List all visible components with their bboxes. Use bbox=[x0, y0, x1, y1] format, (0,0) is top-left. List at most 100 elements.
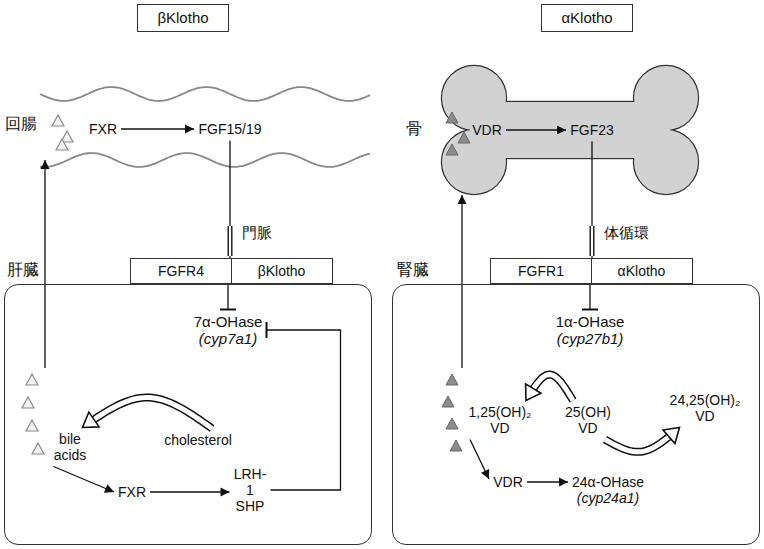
connector-group bbox=[41, 160, 50, 284]
text-label: bile acids bbox=[54, 431, 87, 463]
receptor-cell: FGFR1 bbox=[491, 259, 591, 283]
hormone-node: FGF15/19 bbox=[194, 118, 266, 141]
connector bbox=[229, 141, 230, 259]
metabolite-node: 24,25(OH)₂ VD bbox=[666, 389, 745, 428]
bone-shaft bbox=[470, 102, 670, 158]
connector bbox=[589, 284, 590, 310]
arrowhead bbox=[559, 478, 568, 487]
bone-part bbox=[442, 66, 698, 194]
inhibition-bar bbox=[266, 322, 268, 338]
text-label: 1,25(OH)₂ VD bbox=[468, 404, 531, 436]
organ-label: 骨 bbox=[406, 120, 422, 138]
connector bbox=[44, 160, 45, 284]
receptor-cell: αKlotho bbox=[591, 259, 691, 283]
text-label: 7α-OHase bbox=[194, 313, 263, 330]
receptor-cell: βKlotho bbox=[231, 259, 331, 283]
connector bbox=[267, 330, 341, 490]
text-label: 1α-OHase bbox=[556, 313, 625, 330]
receptor-node: VDR bbox=[489, 471, 527, 494]
receptor-node: VDR bbox=[468, 119, 506, 142]
text-label: FGF23 bbox=[570, 122, 614, 138]
connector-group bbox=[150, 488, 230, 497]
text-label: FXR bbox=[118, 484, 146, 500]
bone-part bbox=[442, 66, 698, 194]
bile-acid-symbol bbox=[52, 115, 64, 126]
bile-acid-symbol bbox=[26, 374, 38, 385]
open-arrowhead bbox=[526, 384, 541, 401]
connector-group bbox=[230, 141, 231, 259]
enzyme-node: 7α-OHase(cyp7a1) bbox=[190, 310, 267, 351]
connector bbox=[121, 128, 194, 129]
bone-shaft bbox=[470, 102, 670, 158]
connector bbox=[470, 440, 489, 480]
bile-acid-symbol bbox=[22, 397, 34, 408]
intestine-wall bbox=[40, 87, 370, 101]
bile-acid-symbol bbox=[56, 139, 68, 150]
connector bbox=[54, 467, 115, 493]
receptor-node: FXR bbox=[85, 118, 121, 141]
connector bbox=[605, 435, 670, 451]
secretion-line bbox=[44, 284, 45, 368]
connector bbox=[150, 491, 230, 492]
organ-label: 腎臓 bbox=[397, 261, 429, 279]
text-label: cholesterol bbox=[164, 432, 232, 448]
connector-group bbox=[458, 195, 467, 284]
connector-group bbox=[605, 428, 680, 452]
kidney-cell: 腎臓1α-OHase(cyp27b1)1,25(OH)₂ VD25(OH) VD… bbox=[392, 284, 760, 545]
connector-inner bbox=[532, 375, 573, 401]
text-label: 24,25(OH)₂ VD bbox=[670, 392, 741, 424]
arrowhead bbox=[185, 125, 194, 134]
receptor-box: FGFR4 βKlotho bbox=[130, 258, 333, 284]
arrowhead bbox=[104, 484, 114, 492]
metabolite-node: cholesterol bbox=[160, 429, 236, 452]
vessel-label: 門脈 bbox=[242, 224, 272, 241]
text-label: (cyp27b1) bbox=[557, 330, 624, 347]
metabolite-node: 1,25(OH)₂ VD bbox=[464, 401, 536, 440]
connector-group bbox=[470, 440, 489, 480]
organ-label: 回腸 bbox=[5, 115, 37, 133]
connector-group bbox=[121, 125, 194, 134]
text-label: FGF15/19 bbox=[198, 121, 261, 137]
connector-inner bbox=[92, 397, 212, 428]
receptor-node: LRH-1 SHP bbox=[230, 463, 271, 518]
edge-label-box: 門脈 bbox=[240, 224, 274, 241]
receptor-cell: FGFR4 bbox=[131, 259, 231, 283]
metabolite-node: bile acids bbox=[50, 428, 91, 467]
connector bbox=[532, 375, 573, 401]
vessel-gap bbox=[229, 226, 231, 256]
connector bbox=[227, 284, 228, 310]
arrowhead bbox=[481, 469, 489, 479]
text-label: 25(OH) VD bbox=[565, 404, 611, 436]
secretion-line bbox=[461, 284, 462, 368]
text-label: FXR bbox=[89, 121, 117, 137]
connector-group bbox=[527, 478, 568, 487]
text-label: (cyp24a1) bbox=[577, 490, 639, 506]
text-label: 24α-OHase bbox=[572, 474, 644, 490]
open-arrowhead bbox=[83, 412, 100, 427]
organ-label: 肝臓 bbox=[7, 261, 39, 279]
bone-shape: 骨VDRFGF23 bbox=[440, 58, 700, 195]
text-label: VDR bbox=[493, 474, 523, 490]
receptor-box: FGFR1αKlotho bbox=[490, 258, 693, 284]
inhibition-bar bbox=[220, 309, 236, 311]
vessel-label: 体循環 bbox=[604, 224, 649, 241]
connector bbox=[461, 195, 462, 284]
arrowhead bbox=[458, 195, 467, 204]
panel-title: αKlotho bbox=[561, 9, 612, 26]
vitamin-d-symbol bbox=[446, 374, 458, 385]
inhibition-bar bbox=[582, 309, 598, 311]
vessel-double-line bbox=[228, 226, 233, 256]
text-label: LRH-1 SHP bbox=[234, 466, 267, 514]
arrowhead bbox=[41, 160, 50, 169]
panel-title: βKlotho bbox=[157, 9, 208, 26]
text-label: (cyp7a1) bbox=[199, 330, 257, 347]
connector-group bbox=[267, 322, 341, 490]
vitamin-d-symbol bbox=[442, 396, 454, 407]
liver-cell: 肝臓7α-OHase(cyp7a1)bile acidscholesterolF… bbox=[4, 284, 372, 545]
text-label: βKlotho bbox=[258, 263, 306, 279]
enzyme-node: 24α-OHase(cyp24a1) bbox=[568, 471, 648, 510]
connector-group bbox=[220, 284, 236, 310]
text-label: FGFR4 bbox=[158, 263, 204, 279]
bile-acid-symbol bbox=[26, 420, 38, 431]
